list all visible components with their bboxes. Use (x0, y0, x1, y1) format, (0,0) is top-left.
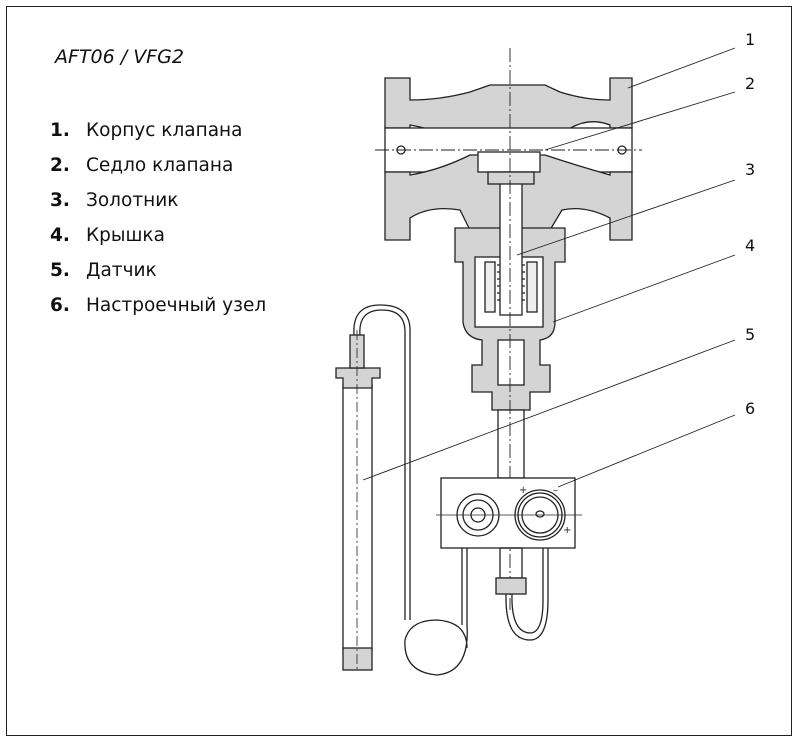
legend-number: 3. (50, 190, 70, 211)
svg-text:–: – (553, 485, 558, 496)
diagram-title: AFT06 / VFG2 (55, 46, 184, 68)
legend-number: 4. (50, 225, 70, 246)
legend: 1. Корпус клапана 2. Седло клапана 3. Золот… (50, 113, 266, 323)
legend-item: 6. Настроечный узел (50, 288, 266, 323)
legend-label: Золотник (86, 190, 179, 211)
legend-item: 2. Седло клапана (50, 148, 266, 183)
callout-3: 3 (745, 160, 756, 179)
setting-unit: + – + (436, 477, 582, 549)
legend-item: 4. Крышка (50, 218, 266, 253)
legend-label: Датчик (86, 260, 157, 281)
legend-label: Настроечный узел (86, 295, 267, 316)
legend-item: 3. Золотник (50, 183, 266, 218)
legend-number: 6. (50, 295, 70, 316)
callout-5: 5 (745, 325, 756, 344)
callout-6: 6 (745, 399, 756, 418)
legend-label: Крышка (86, 225, 165, 246)
legend-number: 5. (50, 260, 70, 281)
legend-number: 2. (50, 155, 70, 176)
svg-text:+: + (519, 485, 527, 496)
leader-lines (362, 47, 736, 488)
legend-label: Седло клапана (86, 155, 234, 176)
legend-item: 1. Корпус клапана (50, 113, 266, 148)
outer-frame (6, 6, 792, 736)
callout-4: 4 (745, 236, 756, 255)
temperature-sensor (335, 330, 381, 672)
capillary-tube (353, 304, 468, 676)
callout-1: 1 (745, 30, 756, 49)
svg-text:+: + (563, 525, 571, 536)
lower-connector (495, 547, 549, 641)
callout-2: 2 (745, 74, 756, 93)
legend-label: Корпус клапана (86, 120, 243, 141)
legend-item: 5. Датчик (50, 253, 266, 288)
legend-number: 1. (50, 120, 70, 141)
stem (497, 409, 525, 479)
